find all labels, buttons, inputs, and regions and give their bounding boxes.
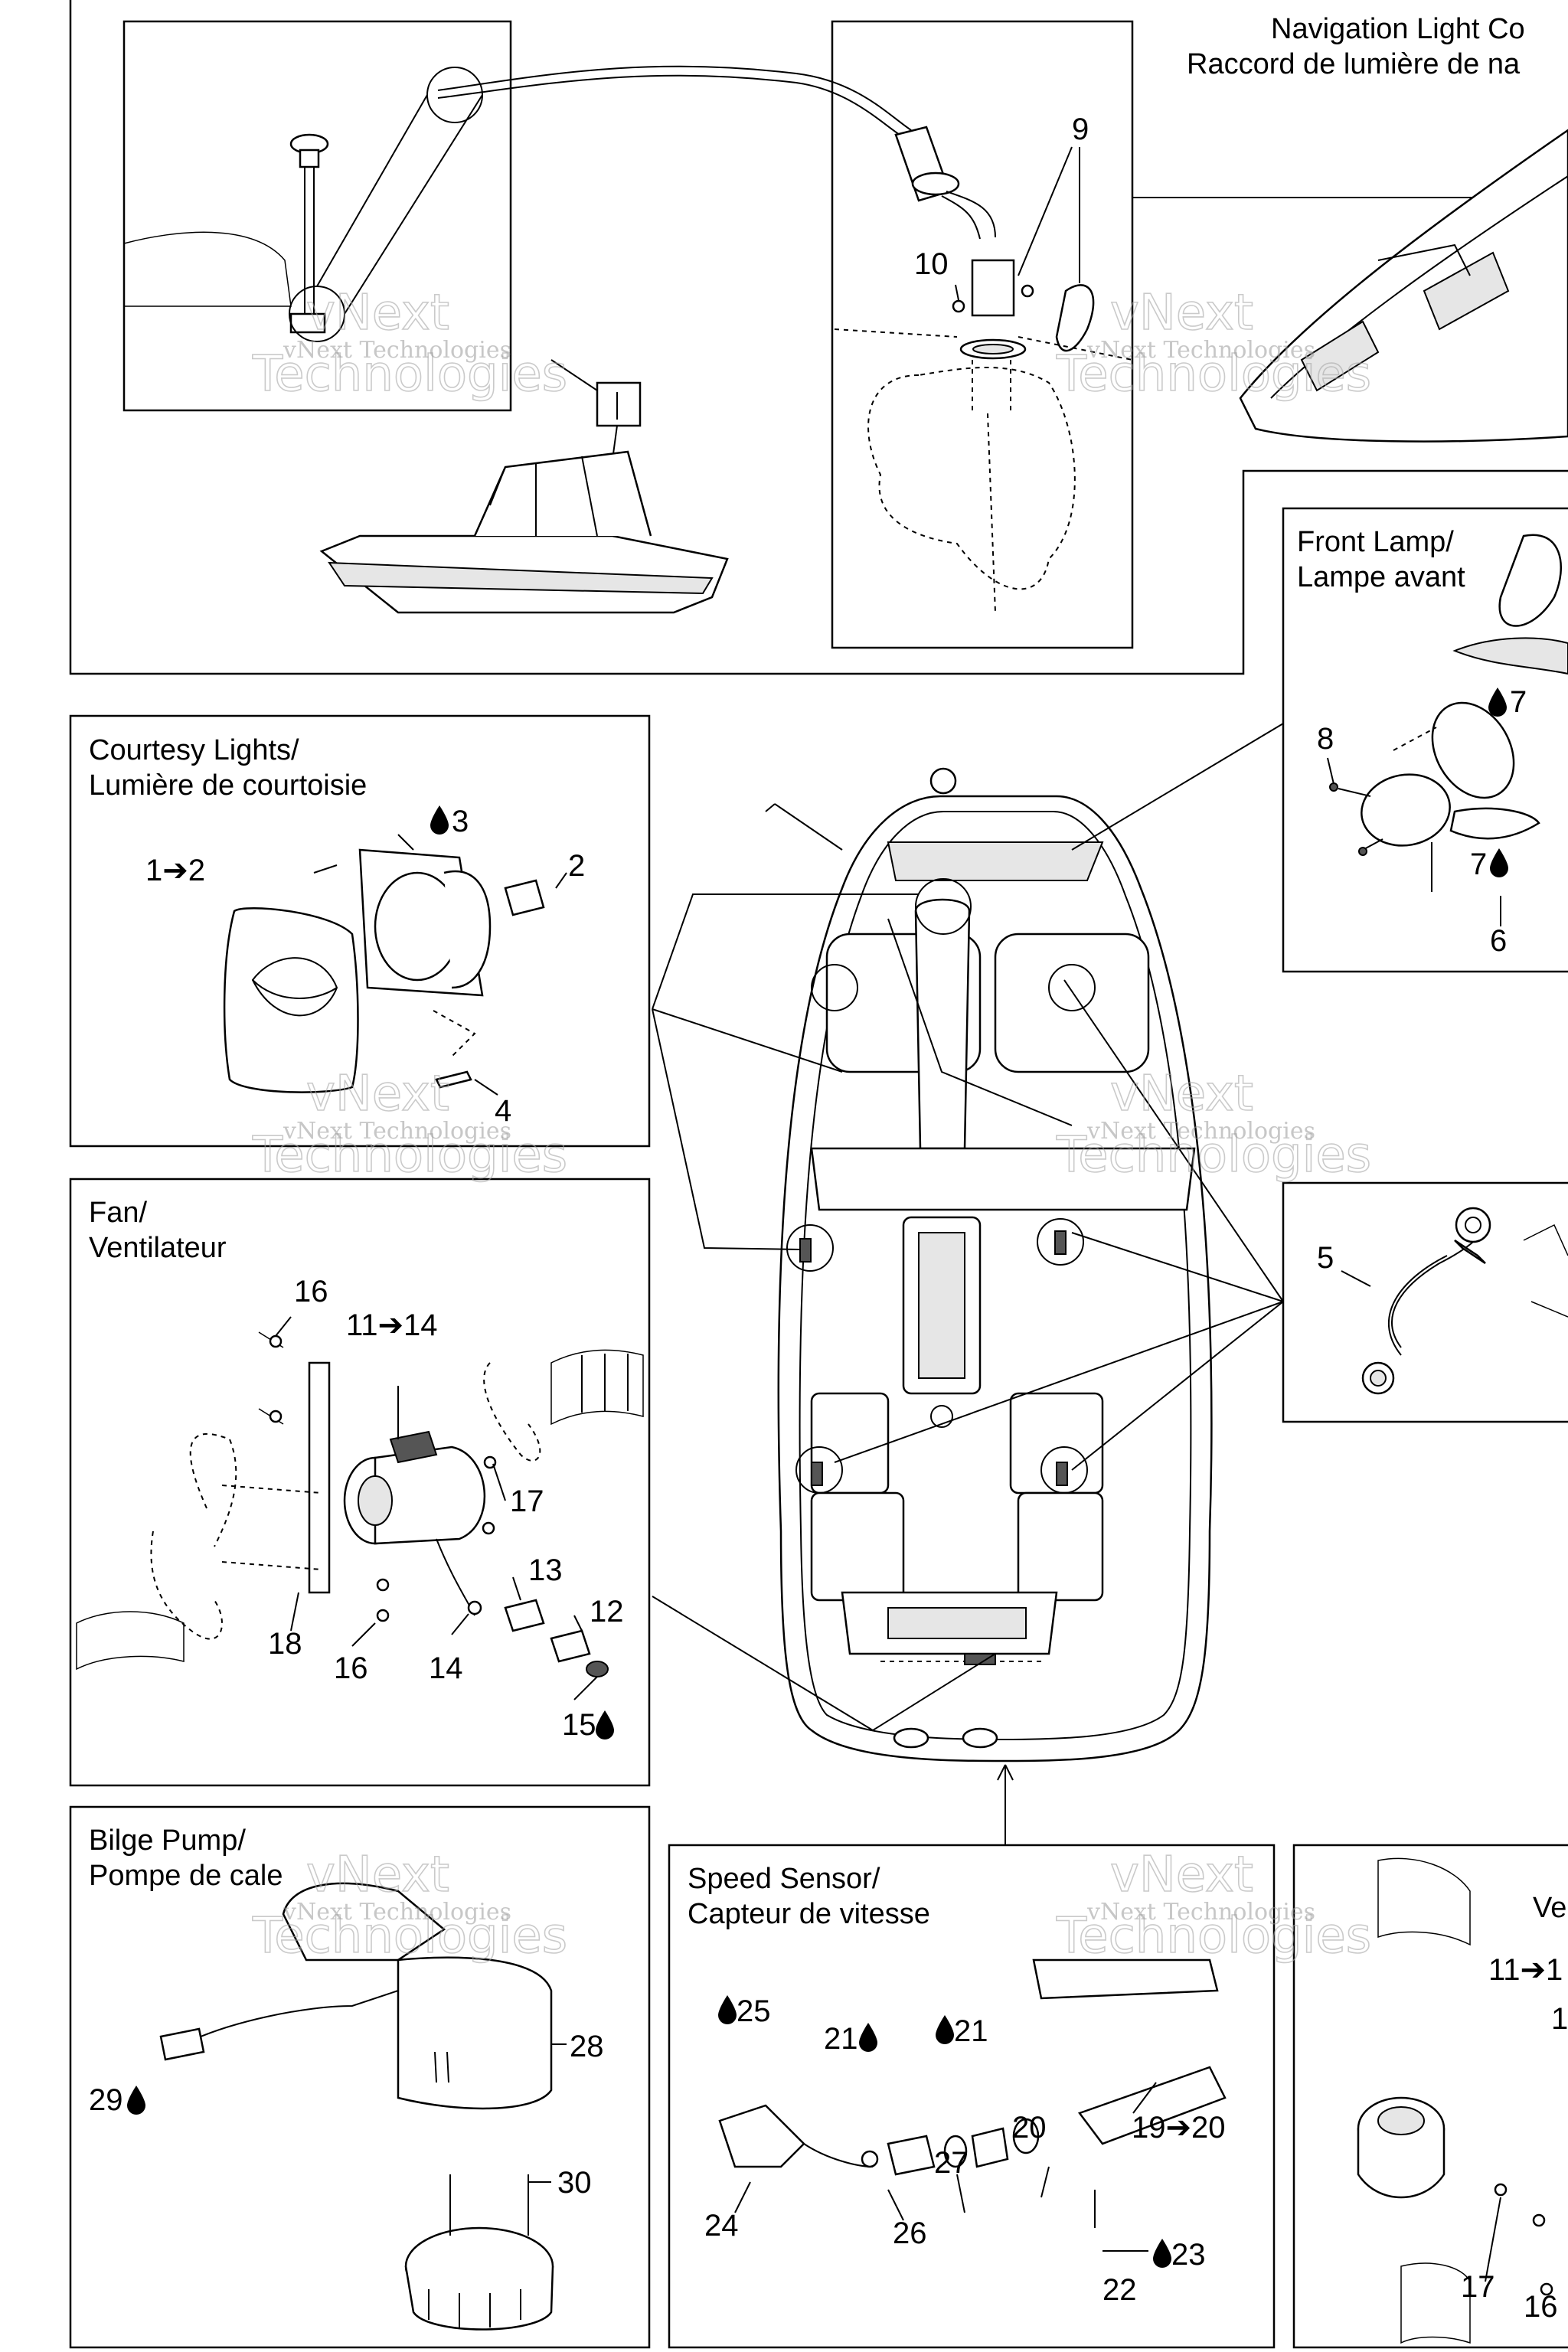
part-label: 16 <box>1524 2290 1558 2324</box>
svg-text:vNext: vNext <box>1110 285 1253 341</box>
svg-text:vNext: vNext <box>306 1847 449 1903</box>
part-label: 3 <box>452 805 469 838</box>
navigation-light-pole-illustration <box>289 133 329 334</box>
svg-text:vNext: vNext <box>306 285 449 341</box>
svg-text:vNext Technologies: vNext Technologies <box>283 1899 511 1926</box>
bilge-title-line2: Pompe de cale <box>89 1860 283 1892</box>
svg-text:Technologies: Technologies <box>252 1908 567 1965</box>
front-lamp-section <box>1282 507 1568 973</box>
navigation-title-line1: Navigation Light Co <box>1271 13 1525 45</box>
drop-icon <box>127 2086 145 2115</box>
part-label: 28 <box>570 2030 604 2063</box>
fan-motor-illustration <box>343 1430 486 1545</box>
svg-text:Technologies: Technologies <box>252 1127 567 1184</box>
part-label: 7 <box>1470 848 1487 881</box>
part-label: 7 <box>1510 685 1527 719</box>
courtesy-title-line1: Courtesy Lights/ <box>89 734 299 766</box>
drop-icon <box>596 1710 614 1740</box>
svg-text:vNext Technologies: vNext Technologies <box>1086 1899 1315 1926</box>
connector-5-section <box>1282 1181 1568 1423</box>
part-label: 27 <box>934 2146 969 2180</box>
svg-text:vNext: vNext <box>1110 1847 1253 1903</box>
svg-text:vNext Technologies: vNext Technologies <box>283 337 511 364</box>
drop-icon <box>1153 2239 1171 2268</box>
right-partial-title: Ve <box>1533 1892 1566 1924</box>
part-label: 30 <box>557 2166 592 2200</box>
part-label: 6 <box>1490 924 1507 958</box>
fan-title-line1: Fan/ <box>89 1197 147 1229</box>
part-label: 17 <box>510 1485 544 1518</box>
svg-text:vNext: vNext <box>1110 1066 1253 1122</box>
part-label: 16 <box>334 1651 368 1685</box>
drop-icon <box>936 2015 954 2044</box>
leader-lines <box>652 723 1284 1845</box>
part-label: 22 <box>1102 2273 1137 2307</box>
part-label: 29 <box>89 2083 123 2117</box>
drop-icon <box>859 2023 877 2052</box>
part-label: 16 <box>294 1275 328 1308</box>
boat-deck-top-partial <box>1239 129 1568 443</box>
part-label: 20 <box>1012 2111 1047 2145</box>
part-label: 19➔20 <box>1132 2111 1226 2145</box>
navigation-title-line2: Raccord de lumière de na <box>1187 48 1521 80</box>
bilge-title-line1: Bilge Pump/ <box>89 1824 246 1857</box>
fan-section <box>69 1178 651 1787</box>
svg-text:Technologies: Technologies <box>252 346 567 403</box>
right-partial-section <box>1292 1844 1568 2349</box>
part-label: 15 <box>562 1708 596 1742</box>
drop-icon <box>430 805 449 835</box>
svg-text:vNext Technologies: vNext Technologies <box>1086 1118 1315 1145</box>
front-lamp-title-line2: Lampe avant <box>1297 561 1465 593</box>
part-label: 25 <box>737 1994 771 2028</box>
courtesy-title-line2: Lumière de courtoisie <box>89 769 367 802</box>
part-label: 9 <box>1072 113 1089 146</box>
watermarks: vNext Technologies vNext Technologies vN… <box>251 284 1372 1965</box>
part-label: 2 <box>568 849 585 883</box>
part-label: 4 <box>495 1094 511 1128</box>
part-label: 26 <box>893 2216 927 2250</box>
part-label: 1➔2 <box>145 854 205 887</box>
speed-title-line2: Capteur de vitesse <box>688 1898 930 1930</box>
fan-title-line2: Ventilateur <box>89 1232 227 1264</box>
part-label: 23 <box>1171 2238 1206 2272</box>
navigation-light-section <box>69 0 1568 675</box>
drop-icons <box>127 688 1508 2268</box>
part-label: 11➔1 <box>1488 1953 1563 1987</box>
front-lamp-title-line1: Front Lamp/ <box>1297 526 1454 558</box>
drop-icon <box>1490 848 1508 877</box>
part-label: 11➔14 <box>346 1308 438 1342</box>
part-label: 8 <box>1317 722 1334 756</box>
boat-side-illustration <box>319 450 729 614</box>
drop-icon <box>1488 688 1507 717</box>
svg-text:Technologies: Technologies <box>1056 1127 1371 1184</box>
part-label: 18 <box>268 1627 302 1661</box>
svg-text:Technologies: Technologies <box>1056 1908 1371 1965</box>
part-label: 1 <box>1551 2002 1568 2036</box>
part-label: 17 <box>1461 2270 1495 2304</box>
part-labels: 9 10 7 8 7 6 1➔2 3 2 4 5 16 11➔14 17 13 … <box>89 113 1568 2324</box>
navigation-socket-illustration <box>834 126 1133 613</box>
part-label: 13 <box>528 1553 563 1587</box>
part-label: 21 <box>824 2022 858 2056</box>
part-label: 5 <box>1317 1241 1334 1275</box>
part-label: 24 <box>704 2209 739 2243</box>
drop-icon <box>718 1995 737 2024</box>
part-label: 12 <box>590 1595 624 1628</box>
svg-text:vNext: vNext <box>306 1066 449 1122</box>
bilge-pump-section <box>69 1805 651 2349</box>
part-label: 10 <box>914 247 949 281</box>
svg-text:vNext Technologies: vNext Technologies <box>283 1118 511 1145</box>
part-label: 14 <box>429 1651 463 1685</box>
svg-text:Technologies: Technologies <box>1056 346 1371 403</box>
speed-sensor-section <box>668 1844 1276 2349</box>
part-label: 21 <box>954 2014 988 2048</box>
boat-top-view <box>777 767 1213 1762</box>
courtesy-lights-section <box>69 714 651 1148</box>
svg-text:vNext Technologies: vNext Technologies <box>1086 337 1315 364</box>
speed-title-line1: Speed Sensor/ <box>688 1863 880 1895</box>
